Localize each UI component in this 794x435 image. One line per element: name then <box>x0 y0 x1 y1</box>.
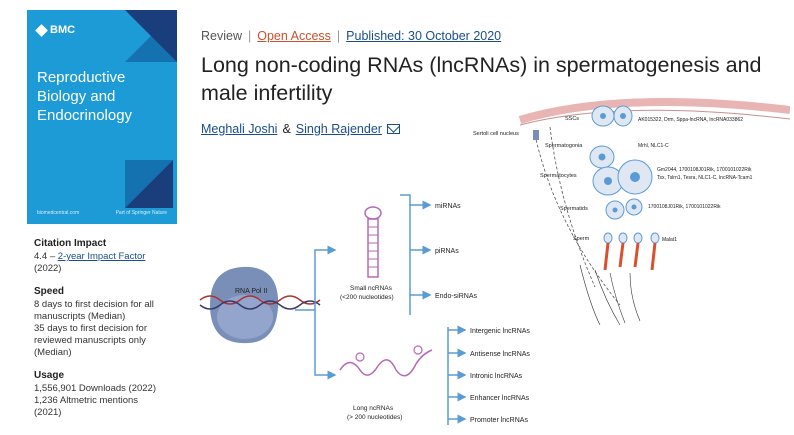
journal-title: Reproductive Biology and Endocrinology <box>37 69 133 124</box>
cell-label: Spermatocytes <box>540 173 577 179</box>
bmc-logo: BMC <box>35 23 75 37</box>
long-type-item: Enhancer lncRNAs <box>470 395 530 402</box>
gene-label: Malat1 <box>662 237 677 243</box>
small-ncrna-label: Small ncRNAs <box>350 285 393 292</box>
small-ncrna-icon <box>364 206 382 278</box>
gene-label: Tsx, Tslrn1, Tesra, NLC1-C, lncRNA-Tcam1 <box>657 175 753 181</box>
cover-part-of: Part of Springer Nature <box>115 210 167 216</box>
article-meta: Review | Open Access | Published: 30 Oct… <box>201 29 501 43</box>
article-title: Long non-coding RNAs (lncRNAs) in sperma… <box>201 53 762 105</box>
journal-metrics: Citation Impact 4.4 – 2-year Impact Fact… <box>34 238 164 430</box>
author-link[interactable]: Singh Rajender <box>295 122 382 136</box>
cell-label: Sperm <box>573 236 590 242</box>
small-type-item: miRNAs <box>435 203 461 210</box>
author-list: Meghali Joshi & Singh Rajender <box>201 122 400 136</box>
published-date-link[interactable]: Published: 30 October 2020 <box>346 29 502 43</box>
impact-factor-link[interactable]: 2-year Impact Factor <box>57 251 146 262</box>
long-type-item: Promoter lncRNAs <box>470 417 528 424</box>
graphical-abstract: RNA Pol II Small ncRNAs <box>190 95 791 435</box>
long-type-item: Intronic lncRNAs <box>470 373 523 380</box>
sperm-icons <box>603 232 660 271</box>
usage: Usage 1,556,901 Downloads (2022) 1,236 A… <box>34 370 164 419</box>
small-ncrna-size: (<200 nucleotides) <box>340 294 394 301</box>
open-access-link[interactable]: Open Access <box>257 29 331 43</box>
divider: | <box>336 29 341 43</box>
cell-label: Spermatogonia <box>545 143 583 149</box>
bmc-logo-icon <box>35 23 48 37</box>
gene-label: Gm2044, 1700108J01Rik, 1700101022Rik <box>657 167 752 173</box>
citation-impact: Citation Impact 4.4 – 2-year Impact Fact… <box>34 238 164 275</box>
citation-impact-heading: Citation Impact <box>34 238 107 249</box>
long-ncrna-size: (> 200 nucleotides) <box>347 414 402 421</box>
cover-decoration <box>125 10 177 62</box>
small-type-item: Endo-siRNAs <box>435 293 478 300</box>
cover-site: biomedcentral.com <box>37 210 80 216</box>
usage-heading: Usage <box>34 370 65 381</box>
long-type-item: Intergenic lncRNAs <box>470 328 530 335</box>
cell-label: SSCs <box>565 116 579 122</box>
sertoli-label: Sertoli cell nucleus <box>473 131 519 137</box>
small-type-item: piRNAs <box>435 248 459 255</box>
branch-arrows <box>295 194 467 425</box>
long-ncrna-label: Long ncRNAs <box>353 405 394 412</box>
tubule-illustration <box>518 98 791 326</box>
divider: | <box>248 29 252 43</box>
rna-polymerase-icon <box>199 266 321 344</box>
email-icon[interactable] <box>386 124 400 134</box>
cover-decoration <box>125 160 173 208</box>
article-type: Review <box>201 29 242 43</box>
speed-heading: Speed <box>34 286 65 297</box>
speed: Speed 8 days to first decision for all m… <box>34 286 164 359</box>
author-link[interactable]: Meghali Joshi <box>201 122 278 136</box>
cell-label: Spermatids <box>560 206 588 212</box>
polymerase-label: RNA Pol II <box>235 288 267 295</box>
gene-label: Mrhl, NLC1-C <box>638 143 669 149</box>
figure-graphic: RNA Pol II Small ncRNAs <box>199 98 791 425</box>
gene-label: AK015322, Drm, Sppa-lncRNA, lncRNA033862 <box>638 117 743 123</box>
journal-cover[interactable]: BMC Reproductive Biology and Endocrinolo… <box>27 10 177 224</box>
long-ncrna-icon <box>339 345 433 377</box>
gene-label: 1700108J01Rik, 1700101022Rik <box>648 204 721 210</box>
long-type-item: Antisense lncRNAs <box>470 351 530 358</box>
